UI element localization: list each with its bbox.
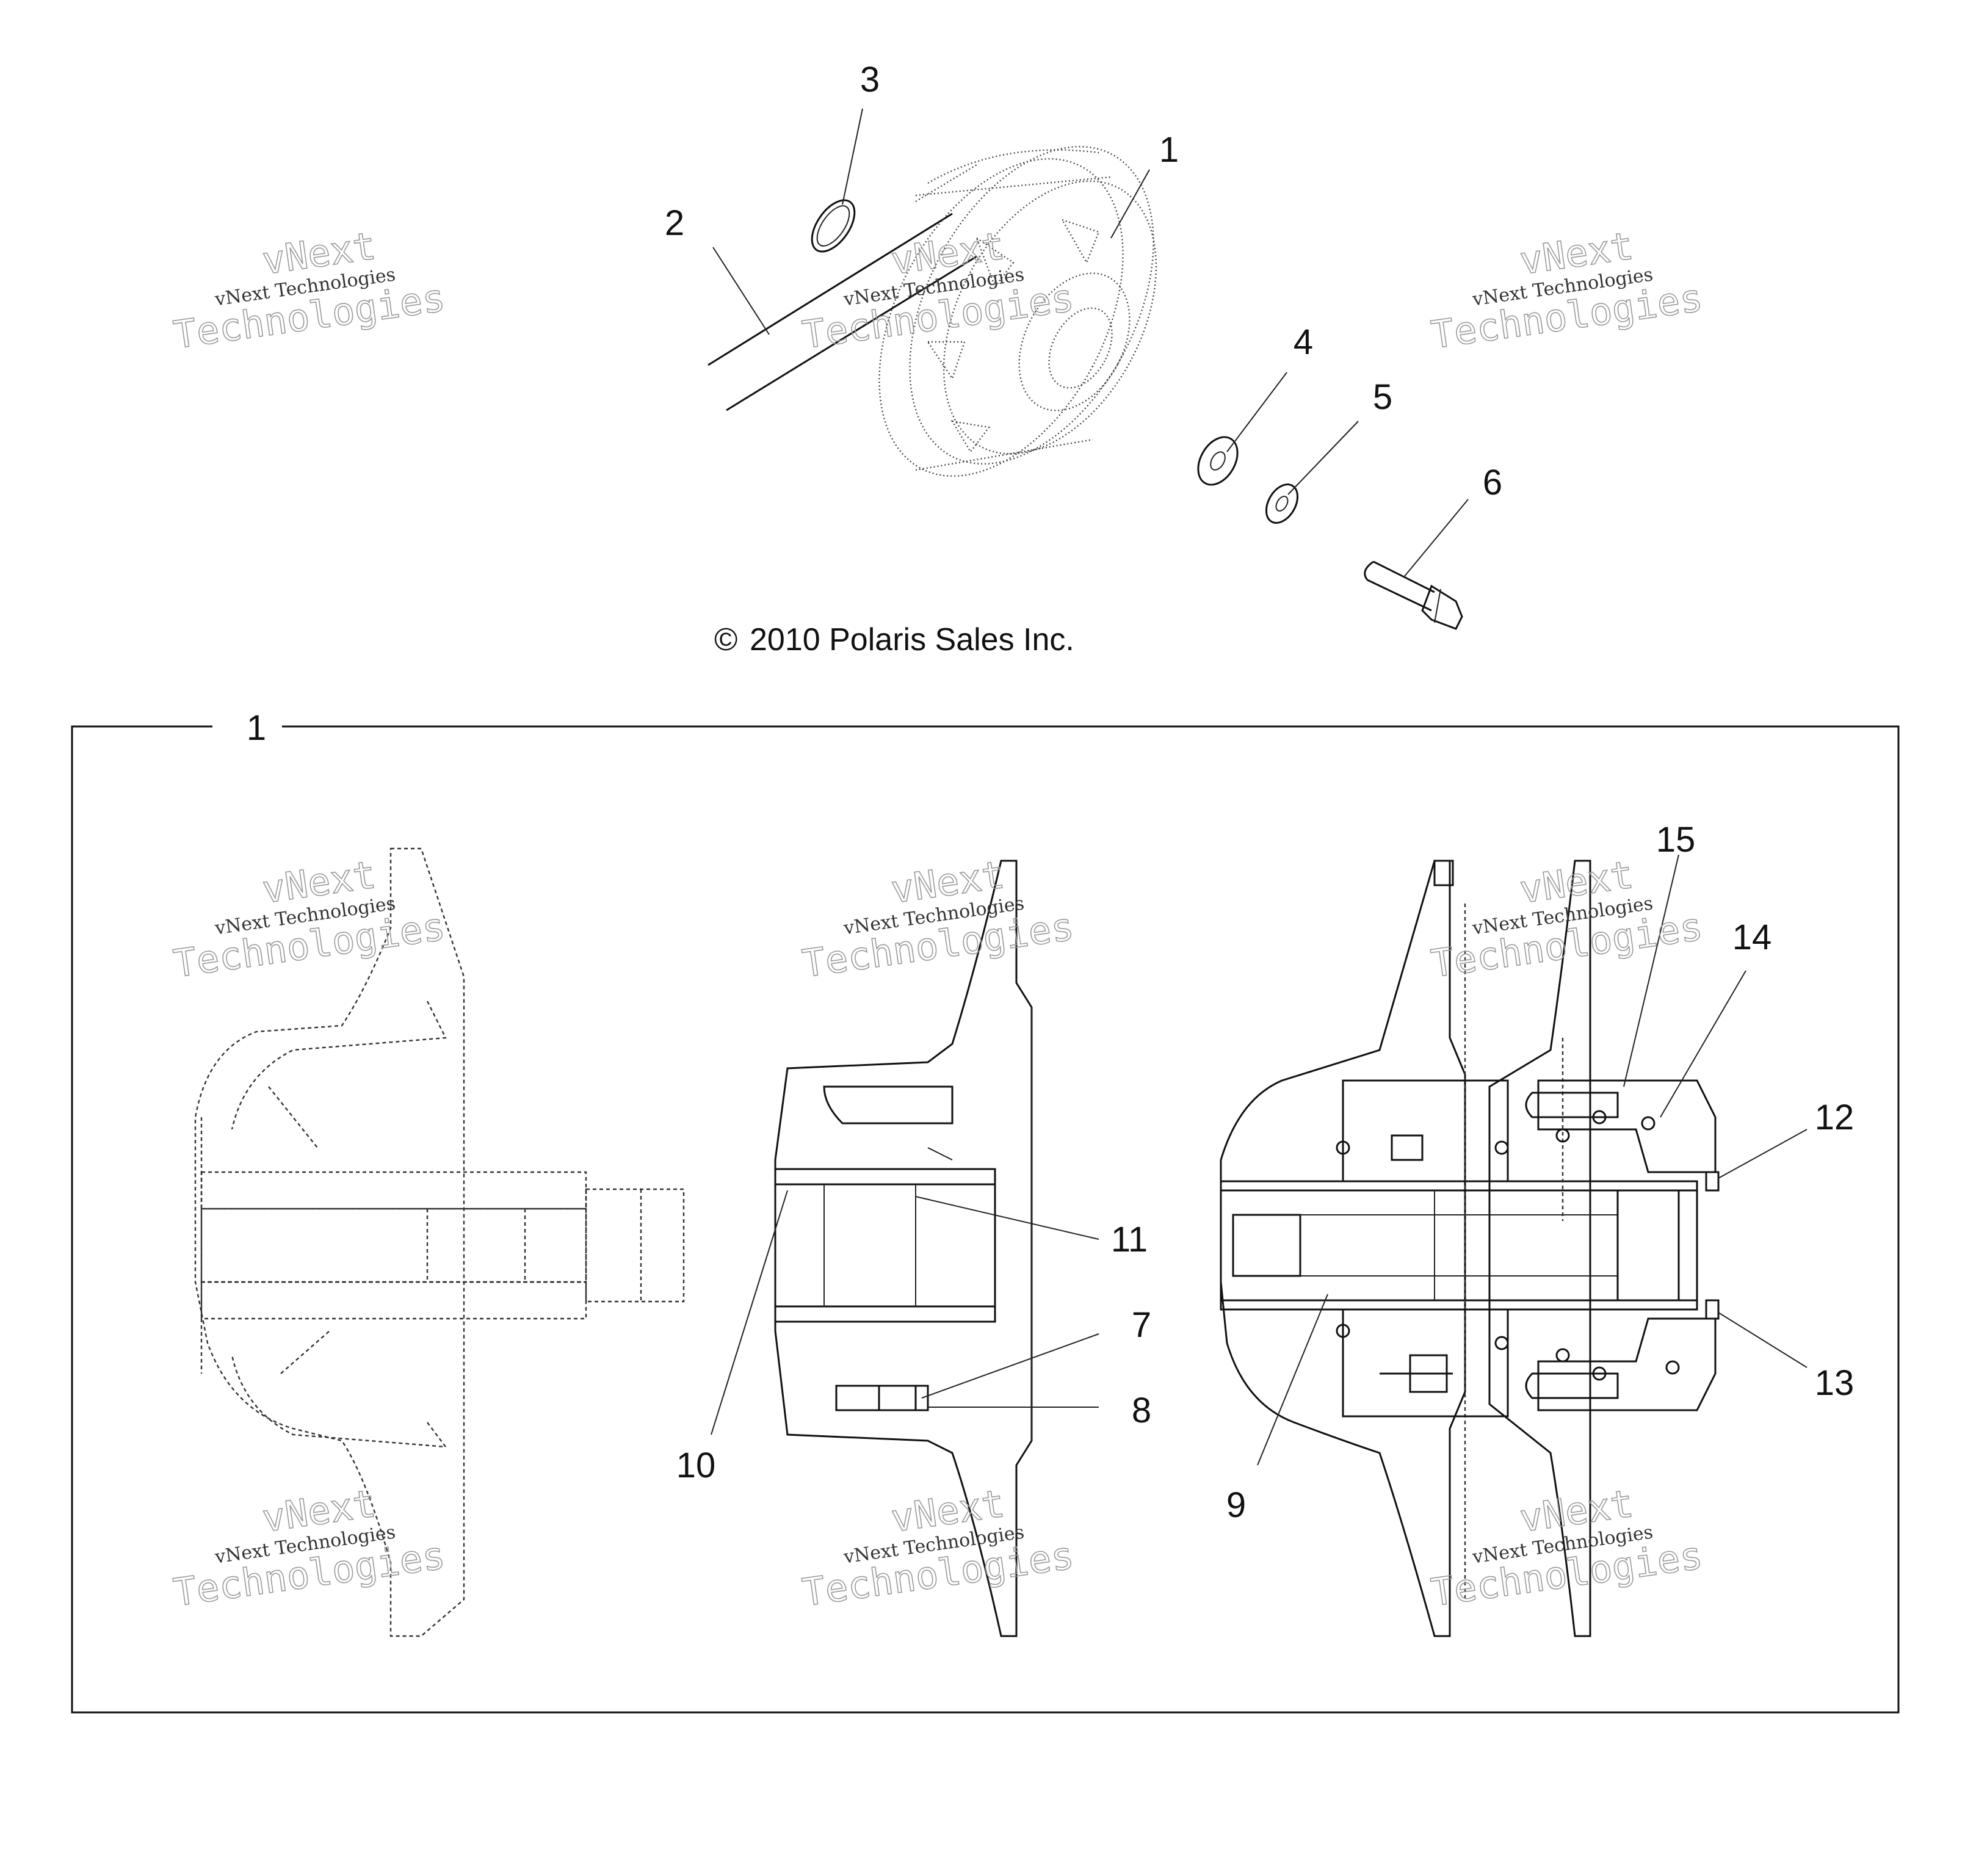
callout-7: 7 <box>1132 1305 1151 1345</box>
callout-6: 6 <box>1483 463 1502 502</box>
watermark-r2c2: vNext vNext Technologies Technologies <box>799 852 1077 987</box>
callout-5: 5 <box>1373 377 1392 417</box>
clutch-assembly-top: 1 2 3 4 5 6 © 2010 Polaris Sales Inc. <box>665 60 1502 657</box>
sheave-section-right <box>1220 860 1720 1637</box>
callout-9: 9 <box>1226 1485 1246 1525</box>
callout-10: 10 <box>676 1446 716 1485</box>
o-ring <box>811 199 856 253</box>
washer-large <box>1197 436 1239 486</box>
copyright-text: 2010 Polaris Sales Inc. <box>750 622 1074 657</box>
watermark-r2c1: vNext vNext Technologies Technologies <box>170 852 448 987</box>
callout-3: 3 <box>860 60 880 100</box>
watermark-r3c3: vNext vNext Technologies Technologies <box>1428 1480 1706 1615</box>
sheave-section-middle <box>774 860 1033 1637</box>
callout-13: 15 <box>1656 820 1696 860</box>
detail-box: 1 <box>71 708 1900 1714</box>
callout-1-top: 1 <box>1159 130 1179 170</box>
watermark-r1c1: vNext vNext Technologies Technologies <box>170 223 448 358</box>
callout-4: 4 <box>1294 322 1313 362</box>
callout-2: 2 <box>665 203 684 243</box>
copyright-symbol: © <box>714 622 737 657</box>
copyright-notice: © 2010 Polaris Sales Inc. <box>714 622 1074 657</box>
washer-small <box>1265 483 1299 524</box>
watermark-r3c1: vNext vNext Technologies Technologies <box>170 1480 448 1615</box>
callout-8: 8 <box>1132 1391 1151 1430</box>
bolt <box>1364 560 1463 630</box>
watermark-r2c3: vNext vNext Technologies Technologies <box>1428 852 1706 987</box>
watermark-r3c2: vNext vNext Technologies Technologies <box>799 1480 1077 1615</box>
callout-11: 11 <box>1111 1220 1148 1259</box>
callout-12: 14 <box>1732 918 1772 957</box>
clutch-body <box>878 146 1157 477</box>
callout-15: 13 <box>1815 1363 1855 1403</box>
watermark-r1c2: vNext vNext Technologies Technologies <box>799 223 1077 358</box>
sheave-outline-left <box>194 847 685 1637</box>
callout-14: 12 <box>1815 1098 1855 1137</box>
drive-belt <box>707 149 1099 411</box>
detail-box-label: 1 <box>247 708 266 748</box>
watermark-r1c3: vNext vNext Technologies Technologies <box>1428 223 1706 358</box>
